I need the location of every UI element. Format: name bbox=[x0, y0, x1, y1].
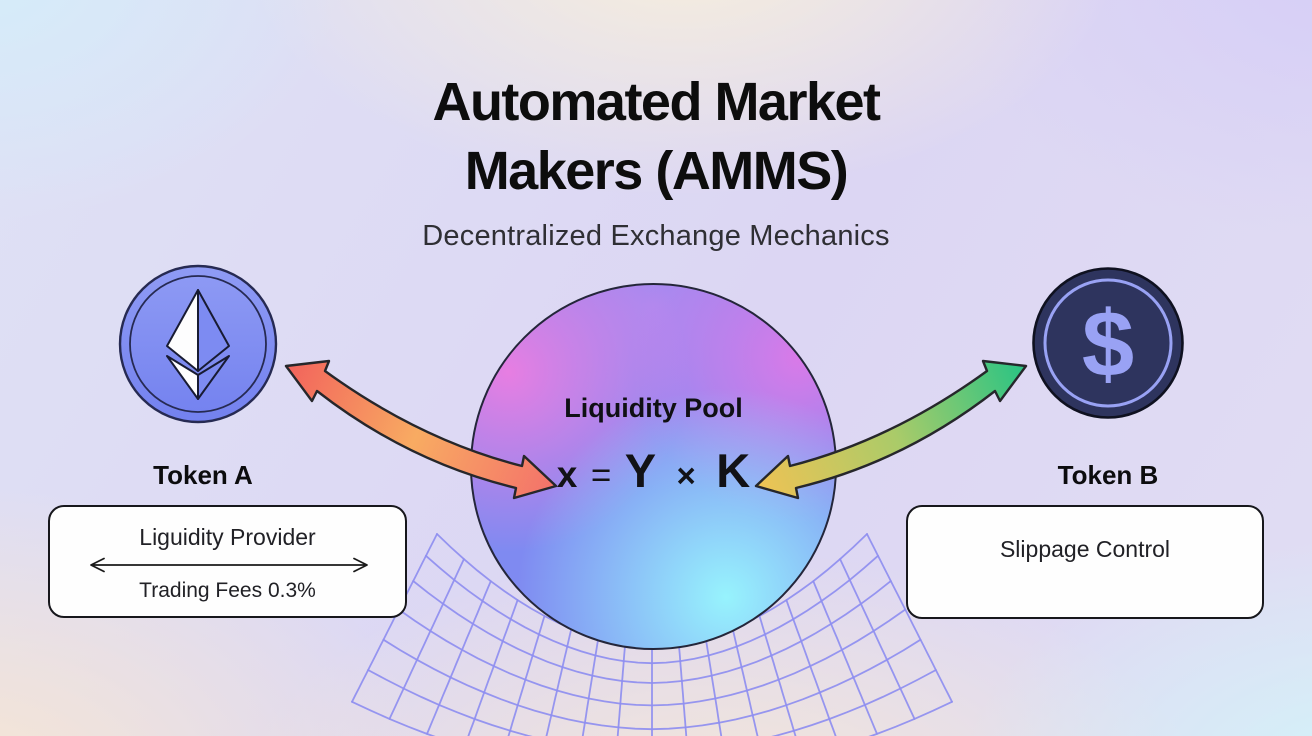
page-title-line2: Makers (AMMS) bbox=[464, 141, 849, 201]
double-arrow-icon bbox=[90, 557, 368, 573]
slippage-control-label: Slippage Control bbox=[999, 536, 1171, 562]
constant-product-formula: x = Y × K bbox=[472, 443, 835, 498]
page-subtitle: Decentralized Exchange Mechanics bbox=[422, 220, 890, 252]
slippage-control-box: Slippage Control bbox=[906, 505, 1264, 619]
formula-x: x bbox=[556, 454, 578, 495]
formula-y: Y bbox=[624, 444, 657, 497]
trading-fees-label: Trading Fees 0.3% bbox=[139, 579, 316, 602]
dollar-icon: $ bbox=[1032, 267, 1184, 419]
page-title-line1: Automated Market bbox=[432, 72, 881, 132]
token-a-label: Token A bbox=[153, 460, 253, 490]
formula-equals: = bbox=[590, 456, 612, 495]
liquidity-pool-circle: Liquidity Pool x = Y × K bbox=[470, 283, 837, 650]
token-b-label: Token B bbox=[1057, 460, 1159, 490]
liquidity-pool-label: Liquidity Pool bbox=[564, 393, 743, 423]
liquidity-provider-label: Liguidity Provider bbox=[139, 524, 316, 550]
page-title: Automated Market Makers (AMMS) bbox=[0, 68, 1312, 206]
ethereum-icon bbox=[118, 264, 278, 424]
formula-k: K bbox=[716, 444, 751, 497]
liquidity-provider-box: Liguidity Provider Trading Fees 0.3% bbox=[48, 505, 407, 618]
dollar-symbol: $ bbox=[1082, 291, 1134, 396]
formula-times: × bbox=[676, 457, 696, 494]
